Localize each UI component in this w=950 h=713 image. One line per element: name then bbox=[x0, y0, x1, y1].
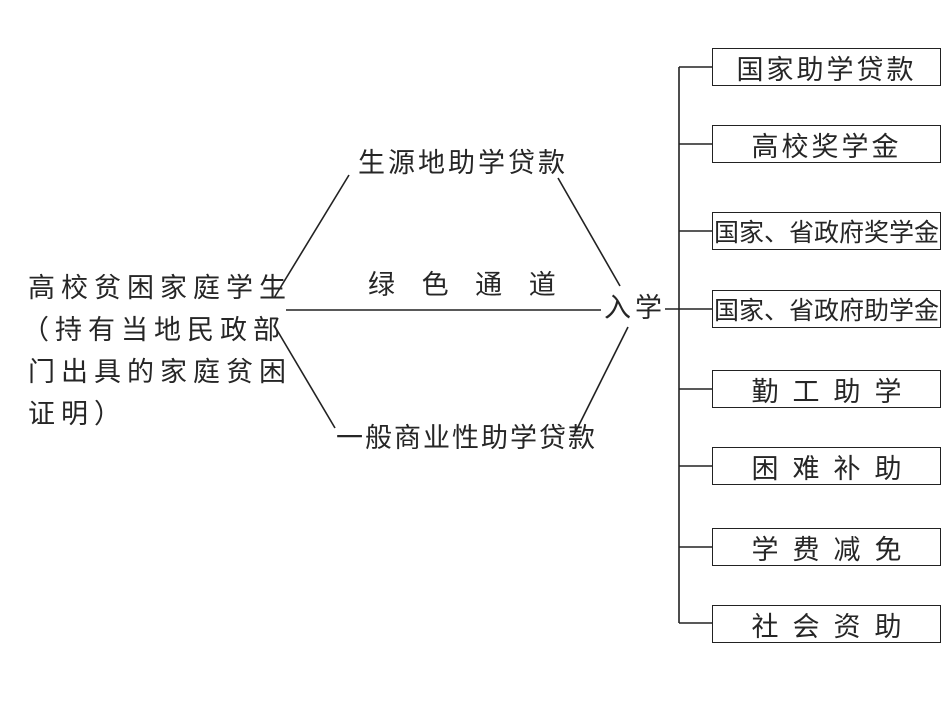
source-line-3: 门出具的家庭贫困 bbox=[28, 357, 292, 388]
support-item-government-scholarship: 国家、省政府奖学金 bbox=[712, 212, 941, 250]
line-source-to-bottom-path bbox=[273, 324, 336, 429]
support-item-work-study: 勤工助学 bbox=[712, 370, 941, 408]
path-bottom-label: 一般商业性助学贷款 bbox=[336, 423, 597, 454]
line-top-path-to-hub bbox=[557, 177, 621, 287]
source-line-2: （持有当地民政部 bbox=[22, 315, 286, 346]
source-node: 高校贫困家庭学生 （持有当地民政部 门出具的家庭贫困 证明） bbox=[22, 268, 292, 436]
support-item-university-scholarship: 高校奖学金 bbox=[712, 125, 941, 163]
source-line-4: 证明） bbox=[28, 399, 127, 430]
source-line-1: 高校贫困家庭学生 bbox=[28, 273, 292, 304]
support-item-government-grant: 国家、省政府助学金 bbox=[712, 290, 941, 328]
path-top-label: 生源地助学贷款 bbox=[358, 148, 568, 179]
support-item-tuition-waiver: 学费减免 bbox=[712, 528, 941, 566]
support-item-hardship-subsidy: 困难补助 bbox=[712, 447, 941, 485]
line-bottom-path-to-hub bbox=[572, 326, 629, 438]
path-middle-label: 绿 色 通 道 bbox=[368, 270, 558, 301]
support-item-social-aid: 社会资助 bbox=[712, 605, 941, 643]
hub-node: 入学 bbox=[604, 293, 666, 324]
line-source-to-top-path bbox=[273, 174, 350, 299]
support-item-national-student-loan: 国家助学贷款 bbox=[712, 48, 941, 86]
